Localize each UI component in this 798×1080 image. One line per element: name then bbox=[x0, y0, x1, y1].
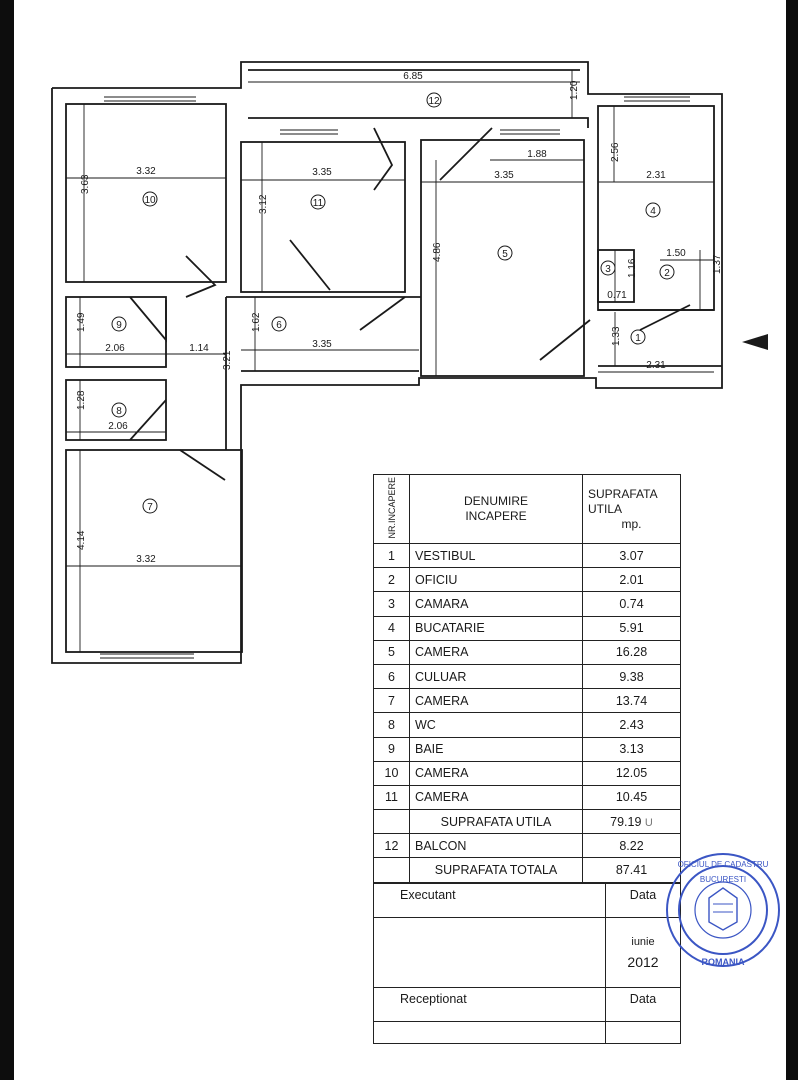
dim-room8-width: 2.06 bbox=[108, 421, 128, 432]
dim-room3-width: 0.71 bbox=[607, 290, 627, 301]
room-number-12: 12 bbox=[428, 96, 440, 107]
header-nr: NR.INCAPERE bbox=[373, 474, 410, 544]
dim-room1-width: 2.31 bbox=[646, 360, 666, 371]
receptionat-signature-area bbox=[373, 1020, 606, 1044]
dim-room3-depth: 1.16 bbox=[627, 258, 638, 278]
stamp-city-text: BUCURESTI bbox=[700, 875, 746, 884]
cadastre-stamp: OFICIUL DE CADASTRU BUCURESTI ROMANIA bbox=[666, 853, 780, 967]
dim-room8-depth: 1.28 bbox=[76, 390, 87, 410]
useful-total-row: SUPRAFATA UTILA 79.19 U bbox=[373, 809, 681, 835]
dim-room5-depth: 4.86 bbox=[432, 242, 443, 262]
room-number-6: 6 bbox=[276, 320, 282, 331]
executant-label: Executant bbox=[373, 882, 606, 918]
dim-room9-depth: 1.49 bbox=[76, 312, 87, 332]
receptionat-label: Receptionat bbox=[373, 986, 606, 1022]
dim-room7-width: 3.32 bbox=[136, 554, 156, 565]
dim-room2-depth: 1.37 bbox=[712, 254, 723, 274]
dim-room10-width: 3.32 bbox=[136, 166, 156, 177]
stamp-top-text: OFICIUL DE CADASTRU bbox=[678, 860, 769, 869]
room-number-10: 10 bbox=[144, 195, 156, 206]
dim-balcony-length: 6.85 bbox=[403, 71, 423, 82]
scan-edge-right bbox=[786, 0, 798, 1080]
dim-corridor-length: 3.35 bbox=[312, 339, 332, 350]
dim-hall-width: 1.14 bbox=[189, 343, 209, 354]
dim-room9-width: 2.06 bbox=[105, 343, 125, 354]
dim-room5-width: 3.35 bbox=[494, 170, 514, 181]
scan-edge-left bbox=[0, 0, 14, 1080]
room-number-3: 3 bbox=[605, 264, 611, 275]
room-number-11: 11 bbox=[313, 198, 324, 209]
room-number-9: 9 bbox=[116, 320, 122, 331]
dim-room1-depth: 1.33 bbox=[611, 326, 622, 346]
room-number-1: 1 bbox=[635, 333, 641, 344]
room-number-5: 5 bbox=[502, 249, 508, 260]
room-number-4: 4 bbox=[650, 206, 656, 217]
dim-room11-depth: 3.12 bbox=[258, 194, 269, 214]
dim-room4-width: 2.31 bbox=[646, 170, 666, 181]
dim-balcony-depth: 1.20 bbox=[569, 80, 580, 100]
data-label-1: Data bbox=[605, 882, 681, 918]
grand-total-row: SUPRAFATA TOTALA 87.41 bbox=[373, 857, 681, 883]
room-number-2: 2 bbox=[664, 268, 670, 279]
dim-room10-depth: 3.63 bbox=[80, 174, 91, 194]
executant-signature-area bbox=[373, 916, 606, 988]
dim-room11-width: 3.35 bbox=[312, 167, 332, 178]
room-number-7: 7 bbox=[147, 502, 153, 513]
dim-room7-depth: 4.14 bbox=[76, 530, 87, 550]
dim-corridor-depth: 1.62 bbox=[251, 312, 262, 332]
stamp-country-text: ROMANIA bbox=[702, 957, 745, 967]
dim-hall-length: 3.21 bbox=[222, 350, 233, 370]
entrance-arrow-icon bbox=[742, 334, 768, 350]
dim-room2-width: 1.50 bbox=[666, 248, 686, 259]
room-number-8: 8 bbox=[116, 406, 122, 417]
dim-room4-depth: 2.56 bbox=[610, 142, 621, 162]
dim-room5-window: 1.88 bbox=[527, 149, 547, 160]
